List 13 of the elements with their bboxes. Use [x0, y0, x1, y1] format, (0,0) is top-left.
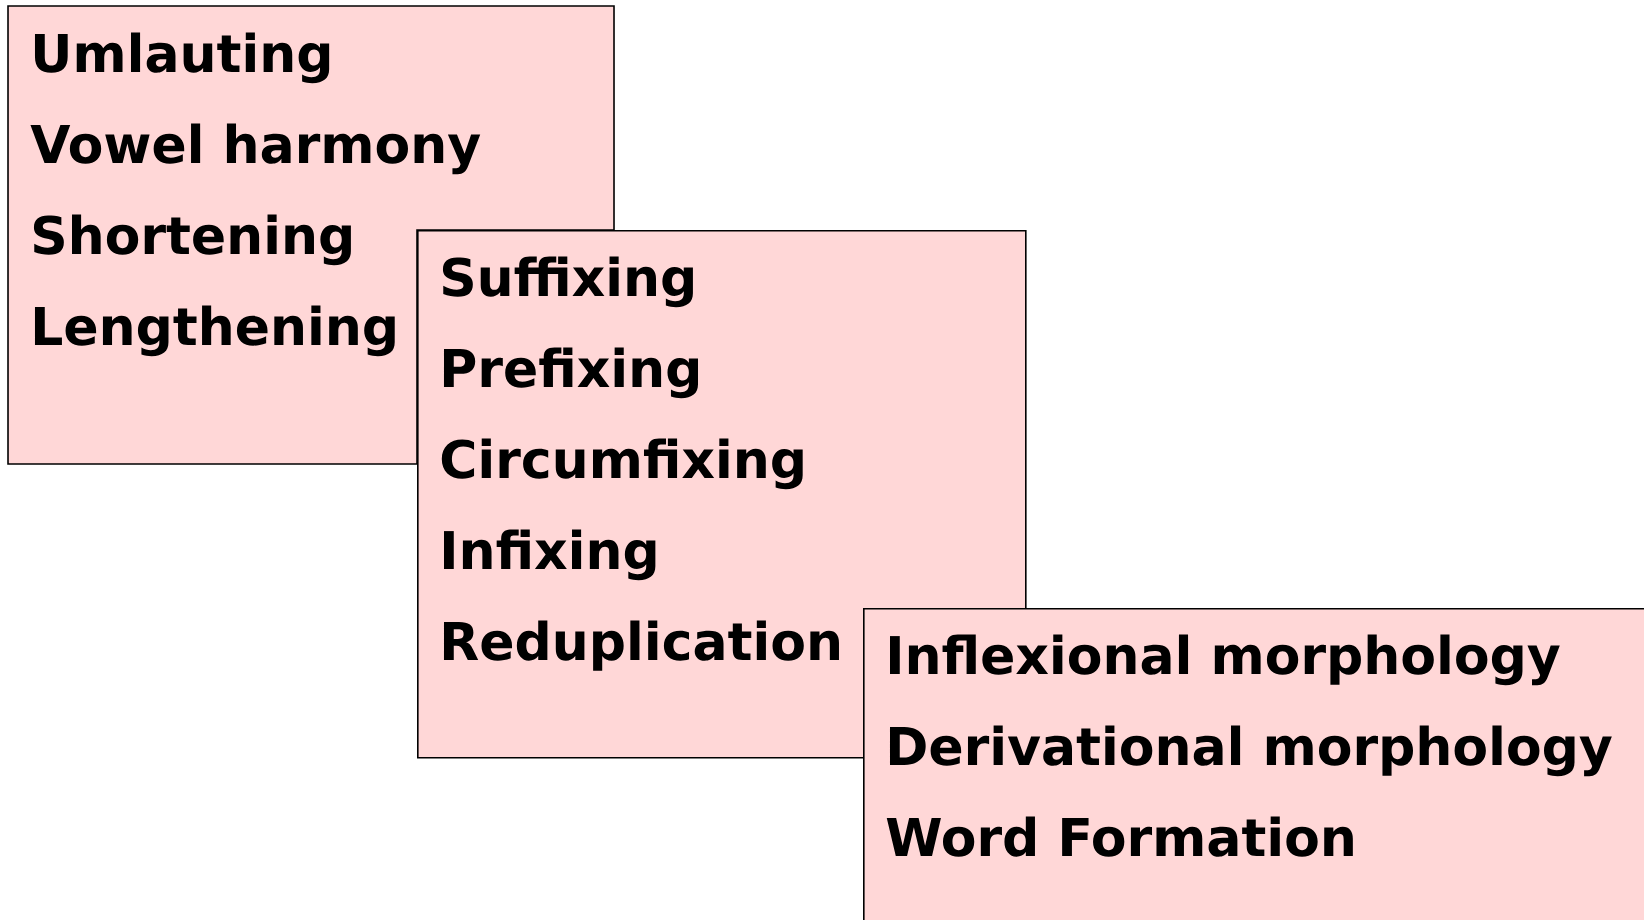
list-item: Infixing [444, 529, 656, 581]
list-item: Lengthening [35, 305, 395, 357]
list-item: Reduplication [444, 620, 839, 671]
list-item: Inflexional morphology [890, 634, 1560, 686]
list-item: Word Formation [886, 816, 1353, 857]
list-item: Prefixing [444, 347, 698, 399]
list-item: Vowel harmony [30, 123, 481, 175]
list-item: Suffixing [442, 256, 693, 308]
list-item: Umlauting [35, 32, 330, 84]
text-box [863, 608, 1644, 920]
list-item: Shortening [33, 214, 351, 266]
list-item: Derivational morphology [890, 725, 1612, 777]
list-item: Circumfixing [441, 438, 803, 490]
